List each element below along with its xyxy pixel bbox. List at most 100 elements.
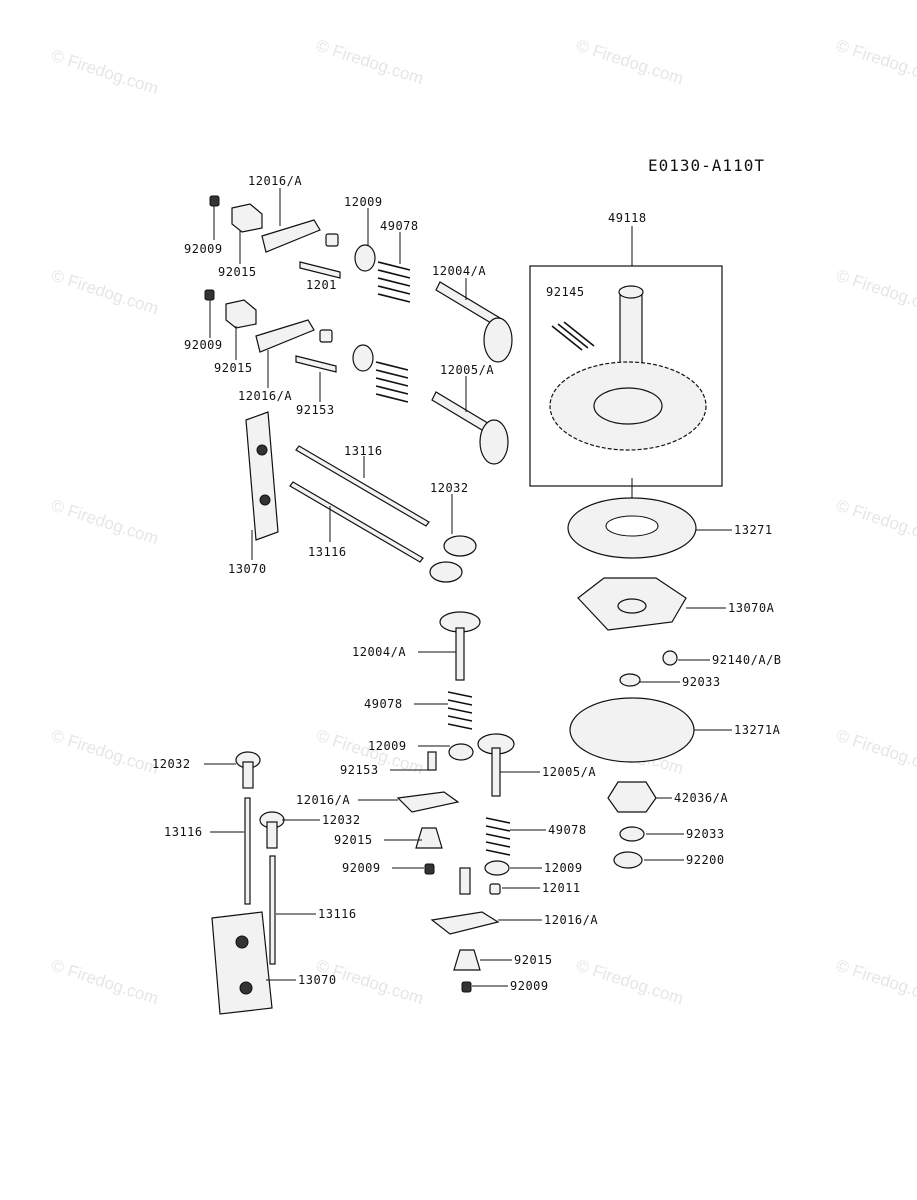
- label-92200: 92200: [686, 853, 725, 867]
- nut-92009: [204, 289, 215, 301]
- label-12032: 12032: [430, 481, 469, 495]
- label-12009: 12009: [544, 861, 583, 875]
- label-12016-a: 12016/A: [296, 793, 350, 807]
- label-12032: 12032: [152, 757, 191, 771]
- watermark: © Firedog.com: [834, 726, 917, 779]
- pivot: [325, 233, 339, 247]
- spring-49078: [375, 361, 409, 403]
- label-92015: 92015: [218, 265, 257, 279]
- watermark: © Firedog.com: [834, 266, 917, 319]
- leader-lines: [204, 188, 732, 987]
- rocker-arm-12016: [396, 791, 460, 813]
- nut-92015: [225, 299, 257, 329]
- cup-13271A: [569, 697, 695, 763]
- label-92009: 92009: [184, 338, 223, 352]
- rocker-arm: [255, 319, 315, 353]
- pivot: [319, 329, 333, 343]
- label-42036-a: 42036/A: [674, 791, 728, 805]
- governor-parts: [567, 478, 697, 869]
- label-12004-a: 12004/A: [352, 645, 406, 659]
- stud-92153: [427, 751, 437, 771]
- label-92009: 92009: [510, 979, 549, 993]
- nut-92009: [209, 195, 220, 207]
- spring-49078: [485, 817, 511, 856]
- clip-92033: [619, 826, 645, 842]
- stud-92153: [295, 355, 337, 373]
- nut-92015: [453, 949, 481, 971]
- label-49118: 49118: [608, 211, 647, 225]
- label-13070: 13070: [228, 562, 267, 576]
- label-12016-a: 12016/A: [544, 913, 598, 927]
- label-13116: 13116: [344, 444, 383, 458]
- tappet-12032: [443, 535, 477, 557]
- rocker-arm: [261, 219, 321, 253]
- watermark: © Firedog.com: [834, 36, 917, 89]
- watermark: © Firedog.com: [574, 956, 686, 1009]
- label-92009: 92009: [342, 861, 381, 875]
- label-13070a: 13070A: [728, 601, 775, 615]
- guide-plate-13070: [211, 911, 273, 1015]
- watermark: © Firedog.com: [314, 36, 426, 89]
- label-12016-a: 12016/A: [238, 389, 292, 403]
- push-rod-13116: [289, 481, 424, 563]
- watermark: © Firedog.com: [49, 956, 161, 1009]
- push-rod-13116: [244, 797, 251, 905]
- stud: [459, 867, 471, 895]
- camshaft-group-box: [529, 265, 723, 487]
- watermark: © Firedog.com: [574, 36, 686, 89]
- label-92015: 92015: [514, 953, 553, 967]
- label-92033: 92033: [686, 827, 725, 841]
- valve-head-12005: [479, 419, 509, 465]
- tappet-12032: [429, 561, 463, 583]
- washer-92200: [613, 851, 643, 869]
- label-92009: 92009: [184, 242, 223, 256]
- label-12005-a: 12005/A: [440, 363, 494, 377]
- sleeve-42036: [607, 781, 657, 813]
- valve-stem-12005: [491, 747, 501, 797]
- washer-12009: [352, 344, 374, 372]
- label-92140-a-b: 92140/A/B: [712, 653, 782, 667]
- label-12009: 12009: [344, 195, 383, 209]
- lower-valve-parts: [211, 611, 515, 1015]
- label-12009: 12009: [368, 739, 407, 753]
- spring-49078: [377, 261, 411, 303]
- label-92145: 92145: [546, 285, 585, 299]
- nut-92015: [415, 827, 443, 849]
- label-92033: 92033: [682, 675, 721, 689]
- label-12004-a: 12004/A: [432, 264, 486, 278]
- label-13070: 13070: [298, 973, 337, 987]
- stud: [299, 261, 341, 279]
- hole: [259, 494, 271, 506]
- valve-head-12004: [483, 317, 513, 363]
- watermark: © Firedog.com: [834, 956, 917, 1009]
- washer-13271-hole: [605, 515, 659, 537]
- guide-plate-13070: [245, 411, 279, 541]
- watermark-layer: © Firedog.com © Firedog.com © Firedog.co…: [49, 36, 917, 1009]
- part-labels: 12016/A 12009 49078 92009 92015 12004/A …: [152, 174, 782, 993]
- label-92015: 92015: [214, 361, 253, 375]
- spring-49078: [447, 691, 473, 730]
- cam-gear-hub: [593, 387, 663, 425]
- valve-stem-12004: [455, 627, 465, 681]
- ball-92140: [662, 650, 678, 666]
- upper-rocker-parts: [204, 195, 513, 583]
- washer-12009: [484, 860, 510, 876]
- nut-12011: [489, 883, 501, 895]
- watermark: © Firedog.com: [49, 46, 161, 99]
- label-13271a: 13271A: [734, 723, 781, 737]
- label-92153: 92153: [340, 763, 379, 777]
- tappet-body: [266, 821, 278, 849]
- valve-stem-12004: [435, 281, 501, 327]
- camshaft-end: [618, 285, 644, 299]
- clip-92033: [619, 673, 641, 687]
- tappet-body: [242, 761, 254, 789]
- label-92153: 92153: [296, 403, 335, 417]
- watermark: © Firedog.com: [49, 496, 161, 549]
- nut-92009: [424, 863, 435, 875]
- washer-12009: [354, 244, 376, 272]
- label-13271: 13271: [734, 523, 773, 537]
- label-12011: 12011: [542, 881, 581, 895]
- label-13116: 13116: [308, 545, 347, 559]
- rocker-arm-12016: [430, 911, 500, 935]
